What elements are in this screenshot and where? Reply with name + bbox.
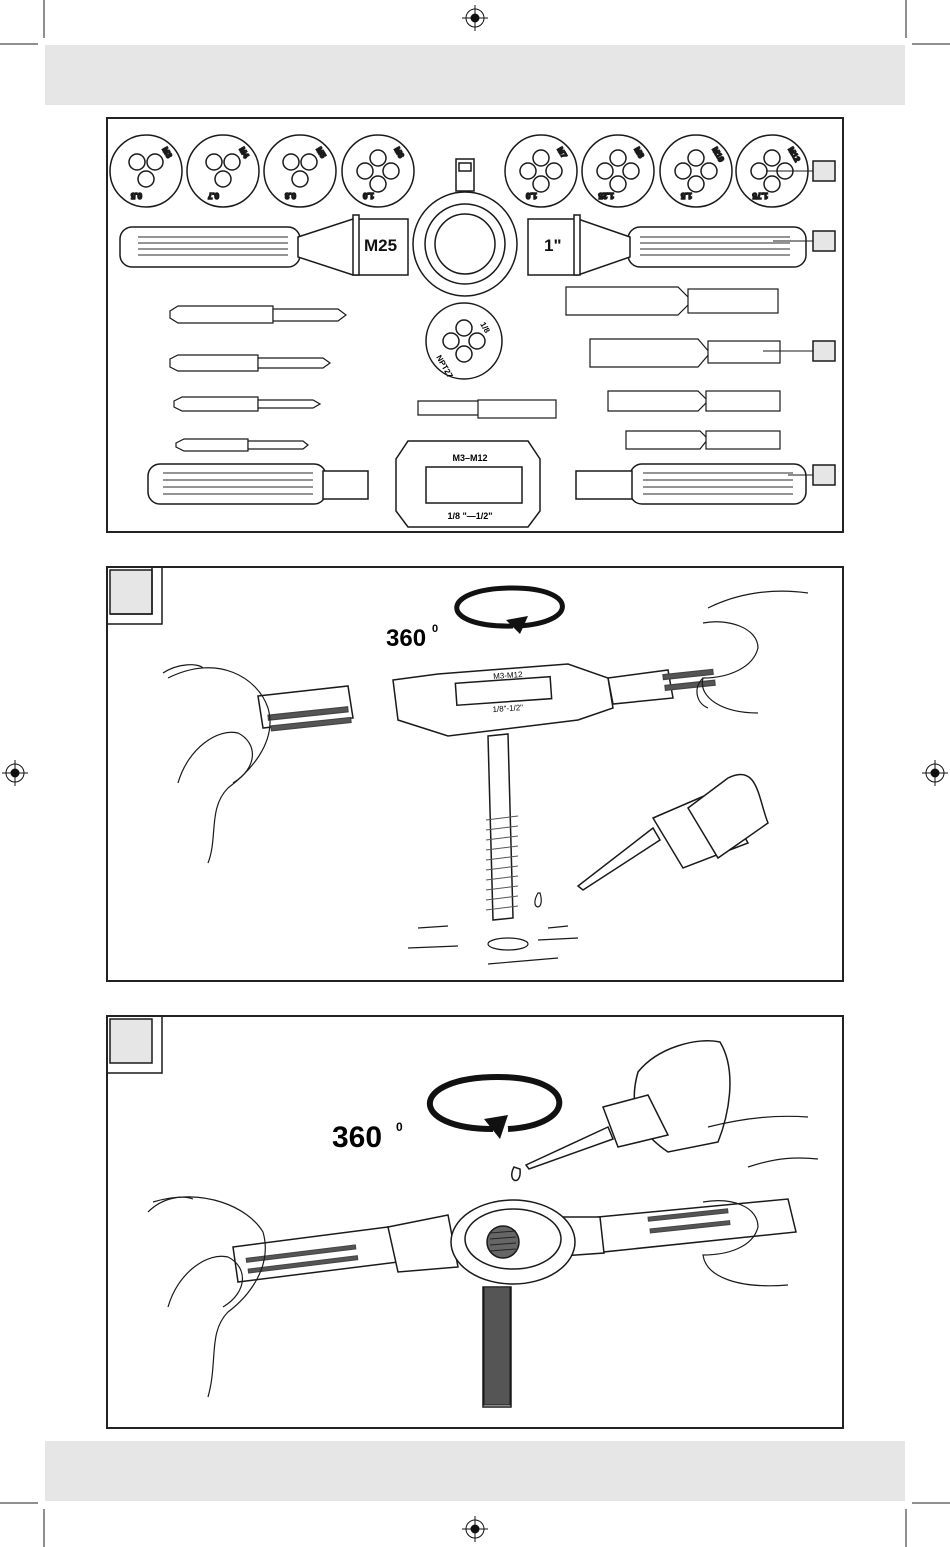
die-pitch-label: 0.7 xyxy=(207,191,219,200)
set-contents-drawing: M30.5M40.7M50.8M61.0M71.0M81.25M101.5M12… xyxy=(108,119,842,531)
die-pitch-label: 0.8 xyxy=(284,191,296,200)
oil-bottle-icon xyxy=(512,1041,730,1181)
die-m3: M30.5 xyxy=(110,135,182,207)
rotation-unit: 0 xyxy=(396,1120,403,1134)
callout-boxes xyxy=(813,161,835,485)
tap-wrench-in-use xyxy=(258,664,673,920)
oil-bottle-icon xyxy=(578,774,768,890)
die-m5: M50.8 xyxy=(264,135,336,207)
die-wrench-right-label: 1" xyxy=(544,236,562,255)
footer-band xyxy=(45,1441,905,1501)
die-m8: M81.25 xyxy=(582,135,654,207)
panel-tapping: 360 0 M3-M12 1/8"-1/2" xyxy=(106,566,844,982)
die-m6: M61.0 xyxy=(342,135,414,207)
panel-threading: 360 0 xyxy=(106,1015,844,1429)
small-taps xyxy=(170,306,346,451)
header-band xyxy=(45,45,905,105)
tap-wrench-inch-range: 1/8 "—1/2" xyxy=(447,511,492,521)
threading-drawing: 360 0 xyxy=(108,1017,842,1427)
die-pitch-label: 1.25 xyxy=(598,191,614,200)
die-pitch-label: 1.75 xyxy=(752,191,768,200)
right-hand xyxy=(697,591,808,713)
step-label-box xyxy=(110,570,152,614)
middle-tap xyxy=(418,400,556,418)
step-label-box xyxy=(110,1019,152,1063)
die-pitch-label: 1.0 xyxy=(525,191,537,200)
left-hand xyxy=(148,1197,265,1397)
tapping-drawing: 360 0 M3-M12 1/8"-1/2" xyxy=(108,568,842,980)
die-wrench-left-label: M25 xyxy=(364,236,397,255)
rotation-value: 360 xyxy=(386,625,426,652)
rotation-unit: 0 xyxy=(432,623,438,635)
die-pitch-label: 1.5 xyxy=(680,191,692,200)
die-pitch-label: 1.0 xyxy=(362,191,374,200)
registration-mark-right xyxy=(922,760,948,786)
die-pitch-label: 0.5 xyxy=(130,191,142,200)
tap-wrench-range: M3–M12 xyxy=(452,453,487,463)
registration-mark-left xyxy=(2,760,28,786)
threaded-rod xyxy=(484,1287,510,1405)
pipe-die xyxy=(426,303,502,379)
die-m7: M71.0 xyxy=(505,135,577,207)
registration-mark-bottom xyxy=(462,1516,488,1542)
large-taps xyxy=(566,287,780,449)
rotation-value: 360 xyxy=(332,1121,382,1154)
registration-mark-top xyxy=(462,5,488,31)
left-hand xyxy=(163,665,270,863)
die-m4: M40.7 xyxy=(187,135,259,207)
